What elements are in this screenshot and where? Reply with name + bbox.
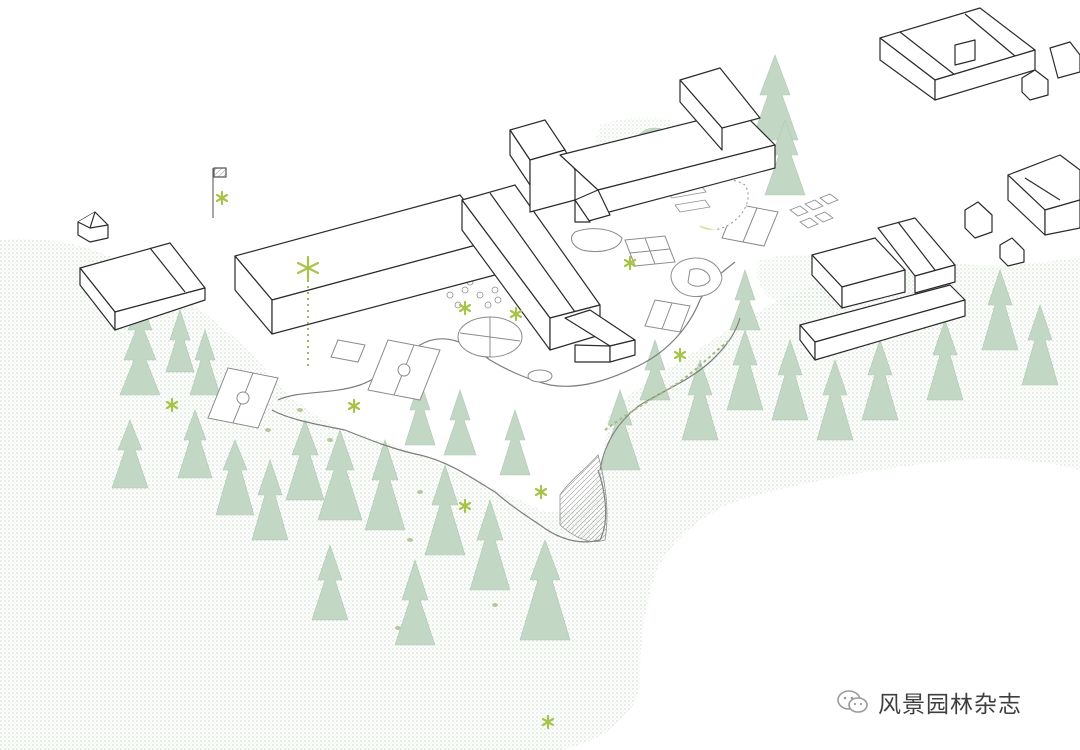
tree-group-right: [599, 269, 1059, 471]
forest-ground: [0, 239, 1080, 750]
sports-fields: [207, 177, 779, 429]
shed-left: [77, 211, 109, 243]
school-central-wing: [461, 184, 636, 363]
houses-top-right: [879, 7, 1080, 267]
playground-loop: [670, 257, 723, 297]
house-left: [79, 242, 206, 331]
sandbox: [571, 228, 623, 252]
accent-markers: [165, 190, 687, 730]
asterisk-large: [296, 255, 320, 281]
gym-hall: [234, 194, 496, 335]
rock-cliff: [559, 454, 608, 542]
wechat-icon: [837, 690, 868, 713]
football-pitch-left: [207, 367, 279, 429]
flag-left: [212, 167, 227, 218]
grid-court: [624, 235, 676, 267]
small-court: [330, 299, 691, 363]
tree-group-center: [285, 379, 571, 646]
trees: [111, 54, 1059, 646]
buildings: [77, 7, 1080, 363]
townhouse-block: [799, 217, 966, 361]
watermark: 风景园林杂志: [836, 686, 1022, 718]
football-pitch-center: [367, 339, 441, 401]
stones: [265, 408, 498, 630]
tree-group-left: [111, 299, 289, 541]
watermark-text: 风景园林杂志: [878, 692, 1022, 718]
school-upper-wing: [509, 67, 776, 223]
round-plaza: [457, 316, 553, 383]
